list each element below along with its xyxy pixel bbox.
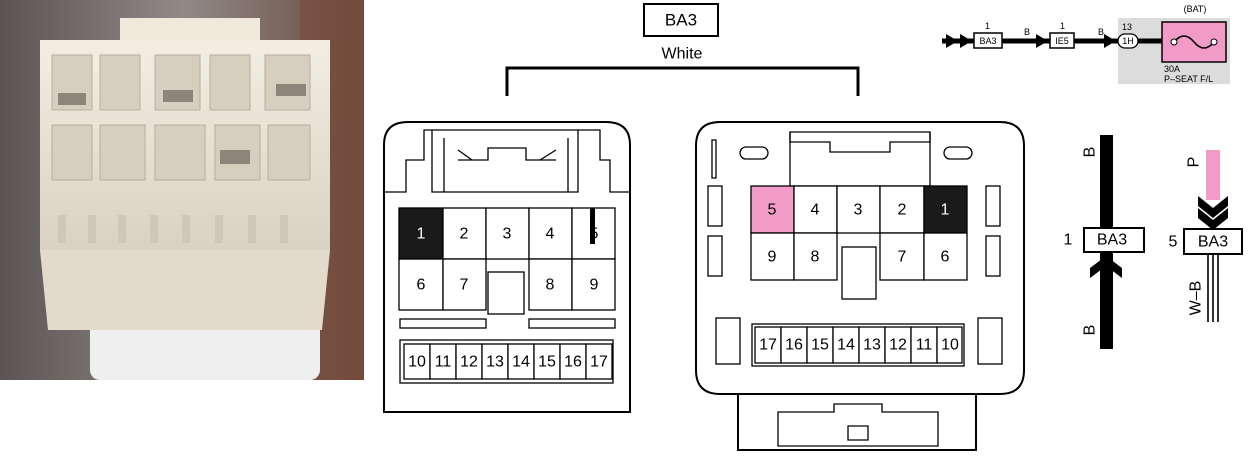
connector-code-label: BA3: [665, 11, 697, 30]
wiring-strip: (BAT) 30A P–SEAT F/L BA3 1 B IE5 1 B 1H …: [942, 4, 1230, 84]
right-pin: 15: [811, 337, 829, 354]
connector-color-label: White: [662, 46, 703, 63]
bat-label: (BAT): [1184, 4, 1207, 14]
right-bottom-row: 17 16 15 14 13 12 11 10: [751, 323, 965, 367]
left-pin: 7: [460, 277, 469, 294]
fuse-icon: [1173, 35, 1215, 49]
svg-text:13: 13: [1122, 22, 1132, 32]
svg-text:B: B: [1098, 27, 1104, 37]
right-pin: 4: [811, 202, 820, 219]
fuse-rating: 30A: [1164, 64, 1180, 74]
svg-text:W–B: W–B: [1188, 281, 1205, 316]
right-pin: 16: [785, 337, 803, 354]
pin5-number: 5: [1169, 234, 1178, 251]
right-top-row: 5 4 3 2 1: [750, 185, 968, 234]
pin1-symbol: B B BA3 1: [1064, 135, 1145, 349]
connector-code-box: [643, 3, 719, 37]
right-pin: 5: [768, 202, 777, 219]
right-pin: 12: [889, 337, 907, 354]
svg-text:BA3: BA3: [979, 36, 996, 46]
right-pin: 14: [837, 337, 855, 354]
right-pin: 9: [768, 249, 777, 266]
svg-text:B: B: [1082, 147, 1099, 158]
right-pin: 10: [941, 337, 959, 354]
left-connector-face: [383, 121, 631, 413]
svg-text:1: 1: [985, 21, 990, 31]
right-pin: 17: [759, 337, 777, 354]
pin1-number: 1: [1064, 232, 1073, 249]
connector-photo: [0, 0, 364, 380]
left-bottom-row: 10 11 12 13 14 15 16 17: [399, 339, 614, 384]
right-mid-row: 9 8 7 6: [750, 232, 968, 281]
svg-text:IE5: IE5: [1055, 36, 1069, 46]
right-pin: 13: [863, 337, 881, 354]
pin1-code: BA3: [1097, 232, 1127, 249]
svg-text:B: B: [1024, 27, 1030, 37]
left-top-row: 1 2 3 4 5: [398, 207, 616, 260]
svg-text:P: P: [1186, 157, 1203, 168]
connector-bracket: [505, 66, 860, 96]
left-pin: 12: [460, 354, 478, 371]
conn-1h-box: [1117, 33, 1139, 49]
left-pin: 3: [503, 226, 512, 243]
left-pin: 10: [408, 354, 426, 371]
right-pin: 11: [916, 337, 933, 354]
right-pin: 3: [854, 202, 863, 219]
left-pin: 5: [590, 226, 599, 243]
left-pin: 1: [417, 226, 426, 243]
right-pin: 2: [898, 202, 907, 219]
svg-text:1H: 1H: [1122, 36, 1134, 46]
svg-text:B: B: [1082, 325, 1099, 336]
fuse-name: P–SEAT F/L: [1164, 74, 1213, 84]
right-connector-face: [695, 121, 1025, 451]
left-pin: 13: [486, 354, 504, 371]
svg-text:1: 1: [1060, 21, 1065, 31]
right-pin: 8: [811, 249, 820, 266]
left-pin: 14: [512, 354, 530, 371]
left-pin: 6: [417, 277, 426, 294]
conn-ie5-box: [1049, 32, 1075, 49]
pin5-symbol: P BA3 5 W–B: [1169, 150, 1243, 322]
left-pin: 11: [435, 354, 452, 371]
left-pin: 2: [460, 226, 469, 243]
left-pin: 17: [590, 354, 608, 371]
right-pin: 1: [941, 202, 950, 219]
right-pin: 6: [941, 249, 950, 266]
right-pin: 7: [898, 249, 907, 266]
conn-ba3-box: [973, 32, 1003, 49]
left-pin: 9: [590, 277, 599, 294]
pin5-code: BA3: [1198, 234, 1228, 251]
left-pin: 8: [546, 277, 555, 294]
left-pin: 16: [564, 354, 582, 371]
left-pin: 15: [538, 354, 556, 371]
left-pin: 4: [546, 226, 555, 243]
left-mid-row: 6 7 8 9: [398, 258, 616, 311]
